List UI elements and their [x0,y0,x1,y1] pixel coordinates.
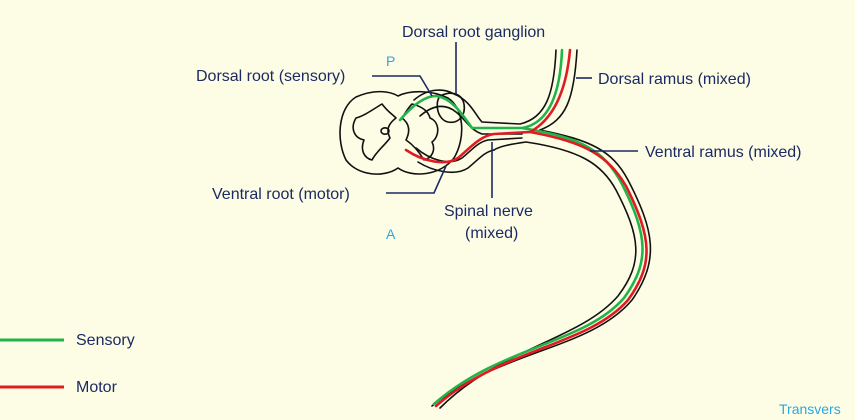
label-ventral-root: Ventral root (motor) [212,186,350,203]
dorsal-root-outline-bottom [419,105,523,135]
label-dorsal-ramus: Dorsal ramus (mixed) [598,71,751,88]
leader-ventral-root [386,165,447,194]
central-canal [380,127,390,136]
legend-label-motor: Motor [76,379,118,396]
leader-lines [372,42,638,198]
dorsal-ramus-outline-right [539,49,578,131]
ventral-ramus-outline-bottom [439,141,637,409]
nerve-outlines [413,49,652,409]
marker-posterior: P [386,53,395,69]
leader-dorsal-root-bend [404,75,433,97]
ventral-root-outline-bottom [417,149,495,174]
ventral-root-outline [415,137,523,163]
sensory-pathway [398,48,644,406]
label-spinal-nerve: Spinal nerve [444,203,533,220]
caption-fragment: Transvers [779,401,841,417]
marker-anterior: A [386,226,396,242]
label-spinal-nerve-mixed: (mixed) [465,225,518,242]
legend-label-sensory: Sensory [76,332,135,349]
dorsal-root-outline-top [413,49,557,125]
spinal-cord-outline [339,90,463,175]
legend: Sensory Motor [0,332,135,396]
ventral-ramus-outline-top [431,129,652,407]
motor-pathway [404,48,648,408]
label-dorsal-root: Dorsal root (sensory) [196,68,345,85]
label-ventral-ramus: Ventral ramus (mixed) [645,144,802,161]
grey-matter-left [352,103,397,161]
label-dorsal-root-ganglion: Dorsal root ganglion [402,24,545,41]
